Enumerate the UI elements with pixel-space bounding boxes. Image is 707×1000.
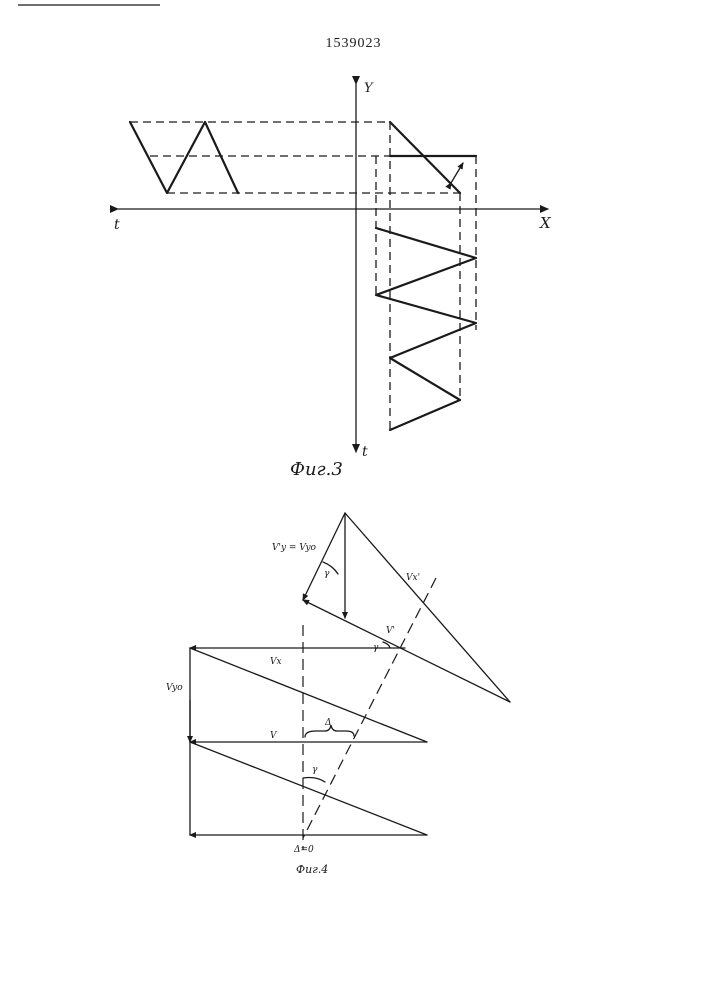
triangle-top-hypotenuse bbox=[345, 513, 510, 702]
gamma-arc-low bbox=[303, 778, 325, 783]
waveform-y-t bbox=[130, 122, 238, 193]
figure-4: V'y = Vyo γ Vx' V' γ Vx Vyo V Δ γ Δ=0 Фи… bbox=[166, 513, 510, 876]
label-v: V bbox=[270, 731, 278, 741]
diagonal-upper bbox=[190, 648, 427, 742]
trajectory-diagonal bbox=[390, 122, 460, 193]
axis-t-left-label: t bbox=[114, 217, 120, 233]
label-gamma-top: γ bbox=[324, 569, 330, 579]
diagonal-lower bbox=[190, 742, 427, 835]
figure-4-caption: Фиг.4 bbox=[296, 863, 328, 876]
label-delta-zero: Δ=0 bbox=[293, 845, 314, 855]
label-vyo: Vyo bbox=[166, 683, 183, 693]
label-delta: Δ bbox=[324, 718, 332, 728]
label-vx: Vx bbox=[270, 657, 282, 667]
waveform-x-t bbox=[376, 228, 476, 430]
vector-vy-prime bbox=[303, 513, 345, 600]
label-vx-prime: Vx' bbox=[406, 573, 420, 583]
label-gamma-low: γ bbox=[312, 765, 318, 775]
axis-y-label: Y bbox=[364, 81, 374, 96]
vector-vx-prime bbox=[303, 600, 510, 702]
axis-t-bottom-label: t bbox=[362, 444, 368, 460]
inclined-reference-line bbox=[303, 578, 436, 838]
figure-3-caption: Фиг.3 bbox=[290, 459, 343, 480]
label-gamma-mid: γ bbox=[373, 643, 379, 653]
offset-arrow bbox=[451, 163, 463, 183]
label-vy-equals-vyo: V'y = Vyo bbox=[272, 543, 317, 553]
axis-x-label: X bbox=[539, 214, 552, 232]
label-v-prime: V' bbox=[386, 626, 395, 636]
figure-3: Y X t t Фиг.3 bbox=[114, 81, 552, 480]
